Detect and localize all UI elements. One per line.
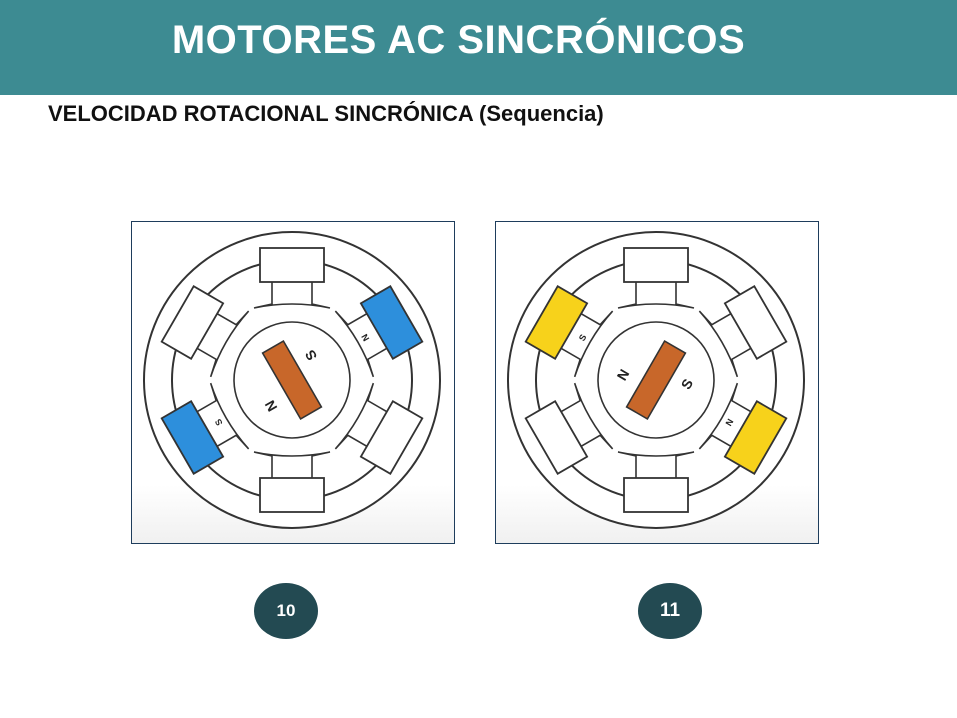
- header-banner: MOTORES AC SINCRÓNICOS: [0, 0, 957, 95]
- idle-coil: [359, 400, 424, 475]
- pole-label: S: [577, 333, 589, 343]
- idle-coil: [623, 477, 689, 513]
- step-badge-10: 10: [254, 583, 318, 639]
- active-coil: [359, 285, 424, 360]
- stator-pole-lower-left: [524, 382, 614, 475]
- stator-pole-upper-right: [334, 285, 424, 378]
- pole-label: N: [359, 332, 371, 343]
- stator-pole-upper-right: [698, 285, 788, 378]
- stator-pole-upper-left: [524, 285, 614, 378]
- idle-coil: [723, 285, 788, 360]
- rotor-magnet: [261, 339, 323, 421]
- rotor-magnet: [625, 339, 687, 421]
- section-subtitle: VELOCIDAD ROTACIONAL SINCRÓNICA (Sequenc…: [48, 101, 604, 126]
- stator-pole-bottom: [617, 451, 695, 513]
- active-coil: [160, 400, 225, 475]
- stator-pole-lower-right: [698, 382, 788, 475]
- stator-pole-top: [253, 247, 331, 309]
- stator-pole-lower-right: [334, 382, 424, 475]
- stator-pole-bottom: [253, 451, 331, 513]
- idle-coil: [623, 247, 689, 283]
- stator-pole-lower-left: [160, 382, 250, 475]
- rotor-bar-group: [625, 339, 687, 421]
- active-coil: [524, 285, 589, 360]
- idle-coil: [160, 285, 225, 360]
- rotor-bar-group: [261, 339, 323, 421]
- active-coil: [723, 400, 788, 475]
- stator-pole-upper-left: [160, 285, 250, 378]
- stator-pole-top: [617, 247, 695, 309]
- page-title: MOTORES AC SINCRÓNICOS: [171, 18, 746, 62]
- step-badge-11: 11: [638, 583, 702, 639]
- pole-label: N: [723, 417, 735, 428]
- pole-label: S: [213, 417, 225, 427]
- idle-coil: [259, 247, 325, 283]
- idle-coil: [524, 400, 589, 475]
- idle-coil: [259, 477, 325, 513]
